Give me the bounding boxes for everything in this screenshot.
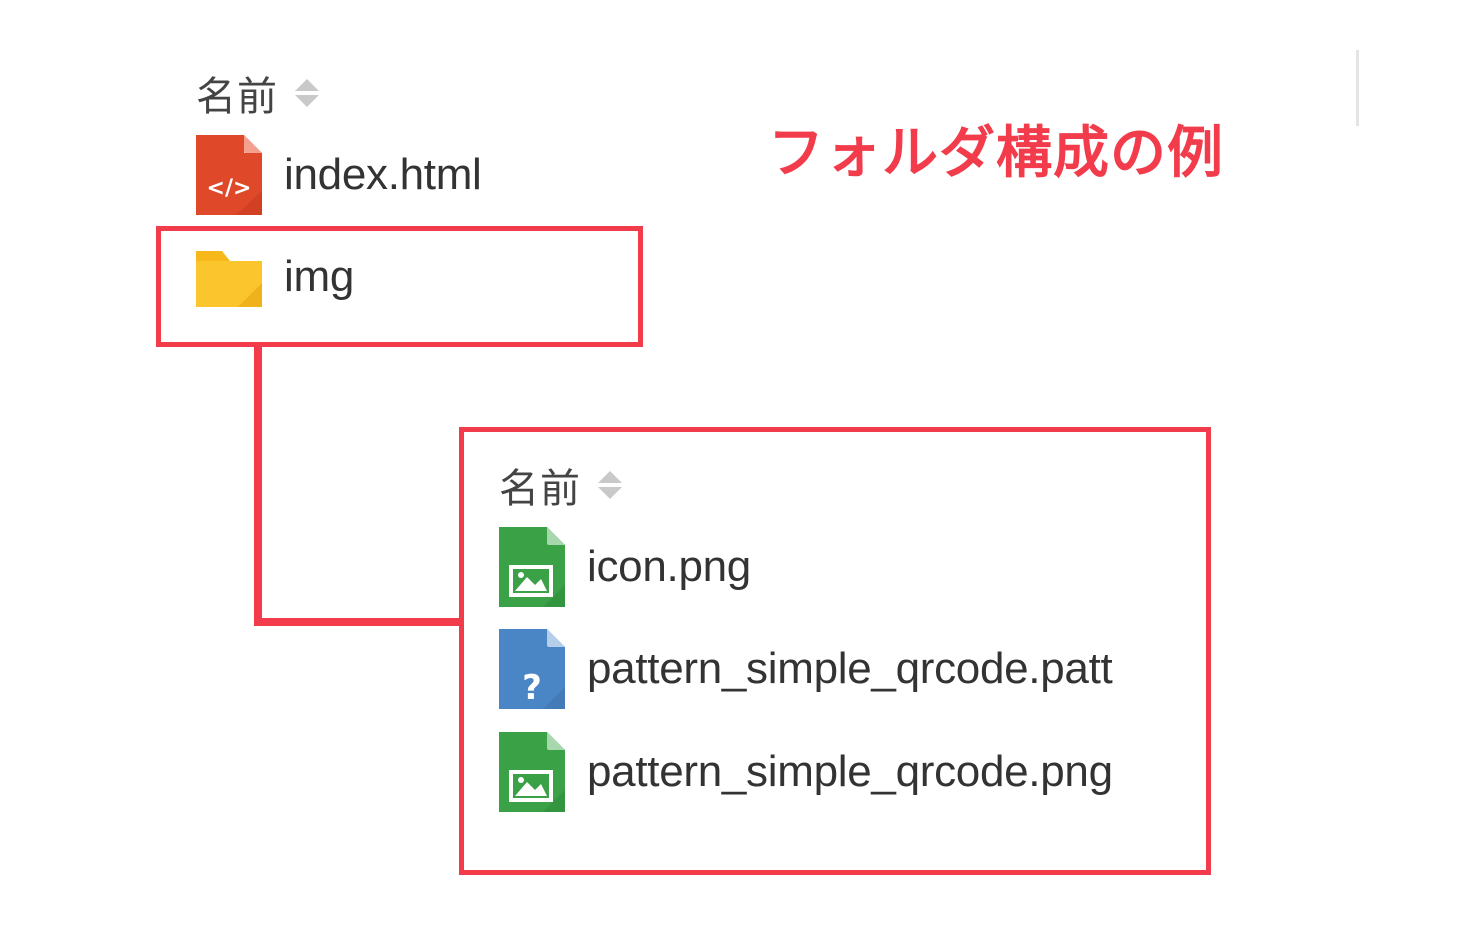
connector-vertical (254, 346, 262, 626)
file-name: icon.png (587, 542, 751, 591)
name-column-label: 名前 (196, 75, 278, 119)
file-row-pattern-png[interactable]: pattern_simple_qrcode.png (499, 731, 1113, 813)
folder-row-img[interactable]: img (196, 236, 354, 318)
root-column-header[interactable]: 名前 (196, 64, 322, 122)
folder-icon (196, 251, 262, 307)
folder-name: img (284, 252, 354, 301)
file-name: pattern_simple_qrcode.patt (587, 644, 1113, 693)
annotation-title: フォルダ構成の例 (768, 121, 1224, 184)
svg-text:</>: </> (207, 176, 252, 201)
file-row-index-html[interactable]: </> index.html (196, 134, 482, 216)
unknown-file-icon: ? (499, 629, 565, 709)
image-file-icon (499, 732, 565, 812)
file-name: pattern_simple_qrcode.png (587, 747, 1113, 796)
file-row-pattern-patt[interactable]: ? pattern_simple_qrcode.patt (499, 628, 1113, 710)
svg-text:?: ? (522, 668, 542, 708)
sort-updown-icon[interactable] (292, 73, 322, 113)
file-name: index.html (284, 150, 482, 199)
img-column-header[interactable]: 名前 (499, 456, 625, 514)
highlight-box-img-contents (459, 427, 1211, 875)
highlight-box-img-folder (156, 226, 643, 347)
html-file-icon: </> (196, 135, 262, 215)
file-row-icon-png[interactable]: icon.png (499, 526, 751, 608)
name-column-label: 名前 (499, 467, 581, 511)
sort-updown-icon[interactable] (595, 465, 625, 505)
scrollbar-edge (1356, 50, 1359, 126)
image-file-icon (499, 527, 565, 607)
connector-horizontal (254, 618, 462, 626)
